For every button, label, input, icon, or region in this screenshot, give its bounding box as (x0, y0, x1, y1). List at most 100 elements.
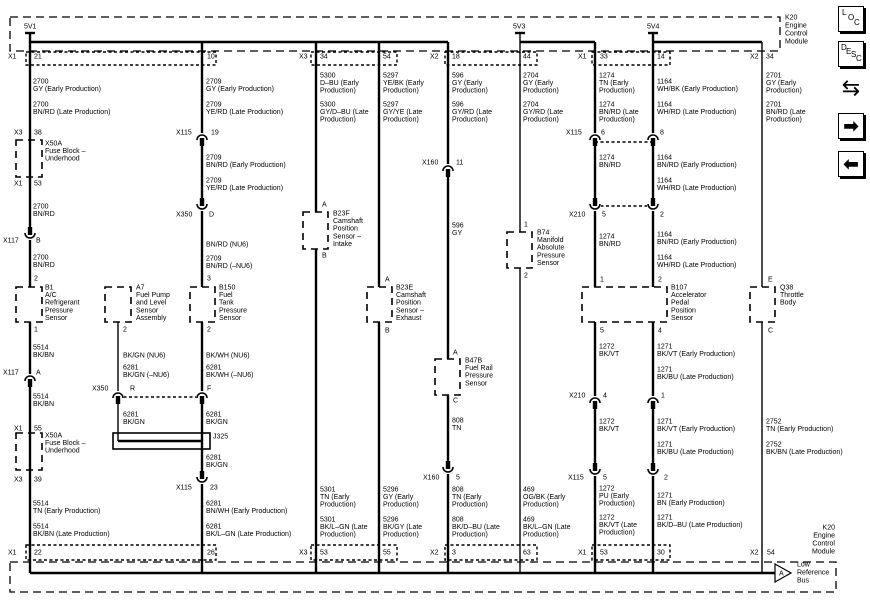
circuit-label: 26 (207, 550, 215, 557)
circuit-label: Production) (523, 532, 559, 539)
circuit-label: 4 (658, 328, 662, 335)
description-letter: E (846, 47, 852, 56)
circuit-label: 2 (524, 273, 528, 280)
connector-pin (592, 463, 598, 471)
circuit-label: TN (Early (452, 494, 482, 501)
circuit-label: 54 (767, 550, 775, 557)
circuit-label: X1 (578, 54, 587, 61)
circuit-label: 2 (123, 327, 127, 334)
component-label: B107 (671, 285, 687, 292)
ecm-frame (9, 16, 837, 593)
description-letter: D (841, 43, 847, 52)
circuit-label: J325 (213, 434, 228, 441)
ecm-bottom-label: Control (812, 541, 835, 548)
ecm-bottom-boundary (9, 561, 837, 593)
connector-icon (647, 203, 659, 210)
circuit-label: 6281 (123, 412, 139, 419)
circuit-label: BN/WH (Early Production) (206, 508, 287, 515)
circuit-label: 5514 (33, 345, 49, 352)
component-label: B1 (45, 285, 54, 292)
location-letter: L (842, 8, 847, 17)
component-label: and Level (136, 300, 167, 307)
circuit-label: 6281 (206, 455, 222, 462)
circuit-label: Q38 (780, 285, 793, 292)
swap-hand-icon[interactable]: ⇆ (841, 76, 861, 101)
component-label: Sensor (136, 307, 159, 314)
connector-gap (196, 476, 208, 484)
circuit-label: X115 (176, 485, 192, 492)
circuit-label: Production) (599, 117, 635, 124)
previous-button[interactable]: ⬅ (838, 151, 864, 177)
connector-icon (442, 466, 454, 473)
circuit-label: 6 (601, 130, 605, 137)
connector-outline (591, 544, 671, 561)
circuit-label: 1272 (599, 515, 615, 522)
connector-icon (442, 165, 454, 172)
circuit-label: 6281 (206, 365, 222, 372)
component-label: B47B (465, 358, 482, 365)
component-label: Pedal (671, 300, 689, 307)
circuit-label: 2704 (523, 102, 539, 109)
component-label: Accelerator (671, 292, 707, 299)
location-button[interactable]: L O C (838, 6, 864, 32)
circuit-label: BK/VT (Early Production) (657, 426, 735, 433)
circuit-label: Production) (523, 117, 559, 124)
component-outline (506, 231, 533, 269)
circuit-label: Production) (383, 502, 419, 509)
description-button[interactable]: D E S C (838, 41, 864, 67)
circuit-label: BK/BU (Late Production) (657, 374, 734, 381)
component-label: A/C (45, 292, 57, 299)
circuit-label: 1271 (657, 515, 673, 522)
circuit-label: OG/BK (Early (523, 494, 566, 501)
circuit-label: BK/L–GN (Late (320, 524, 368, 531)
circuit-label: A (385, 277, 390, 284)
connector-gap (647, 203, 659, 211)
circuit-label: 4 (603, 393, 607, 400)
connector-pin (115, 396, 121, 404)
circuit-label: 2 (664, 475, 668, 482)
circuit-label: 1164 (657, 79, 672, 86)
circuit-label: Production) (383, 117, 419, 124)
ecm-top-label: K20 (785, 15, 798, 22)
circuit-label: 5300 (320, 73, 336, 80)
circuit-label: 5297 (383, 102, 399, 109)
circuit-label: 3 (452, 550, 456, 557)
circuit-label: C (768, 328, 773, 335)
circuit-label: BN/RD (–NU6) (206, 263, 252, 270)
component-label: Position (396, 300, 421, 307)
circuit-label: 5300 (320, 102, 336, 109)
splice-pack-j325 (112, 432, 211, 450)
connector-icon (647, 397, 659, 404)
connector-outline (444, 51, 538, 66)
component-outline (15, 139, 43, 178)
connector-icon (112, 392, 124, 399)
circuit-label: 38 (34, 130, 42, 137)
circuit-label: 30 (657, 550, 665, 557)
circuit-label: 5296 (383, 487, 399, 494)
circuit-label: WH/BK (Early Production) (657, 86, 738, 93)
connector-gap (647, 468, 659, 476)
circuit-label: TN (452, 425, 461, 432)
connector-outline (25, 51, 217, 66)
next-button[interactable]: ➡ (838, 113, 864, 139)
circuit-label: TN (Early (320, 494, 350, 501)
circuit-label: 63 (523, 550, 531, 557)
ecm-bottom-label: Module (812, 549, 835, 556)
circuit-label: 1 (661, 393, 665, 400)
connector-outline (444, 544, 538, 561)
circuit-label: 5 (456, 475, 460, 482)
circuit-label: X115 (176, 130, 192, 137)
component-label: B74 (537, 230, 550, 237)
circuit-label: 2700 (33, 255, 49, 262)
circuit-label: 1164 (657, 178, 672, 185)
connector-pin (592, 401, 598, 409)
component-label: Pressure (45, 307, 73, 314)
connector-icon (589, 468, 601, 475)
circuit-label: X115 (566, 130, 582, 137)
component-label: Fuel (219, 292, 233, 299)
circuit-label: 808 (452, 487, 464, 494)
circuit-label: BK/GN (123, 419, 145, 426)
circuit-label: YE/RD (Late Production) (206, 185, 283, 192)
circuit-label: X2 (750, 550, 759, 557)
circuit-label: X210 (569, 212, 585, 219)
